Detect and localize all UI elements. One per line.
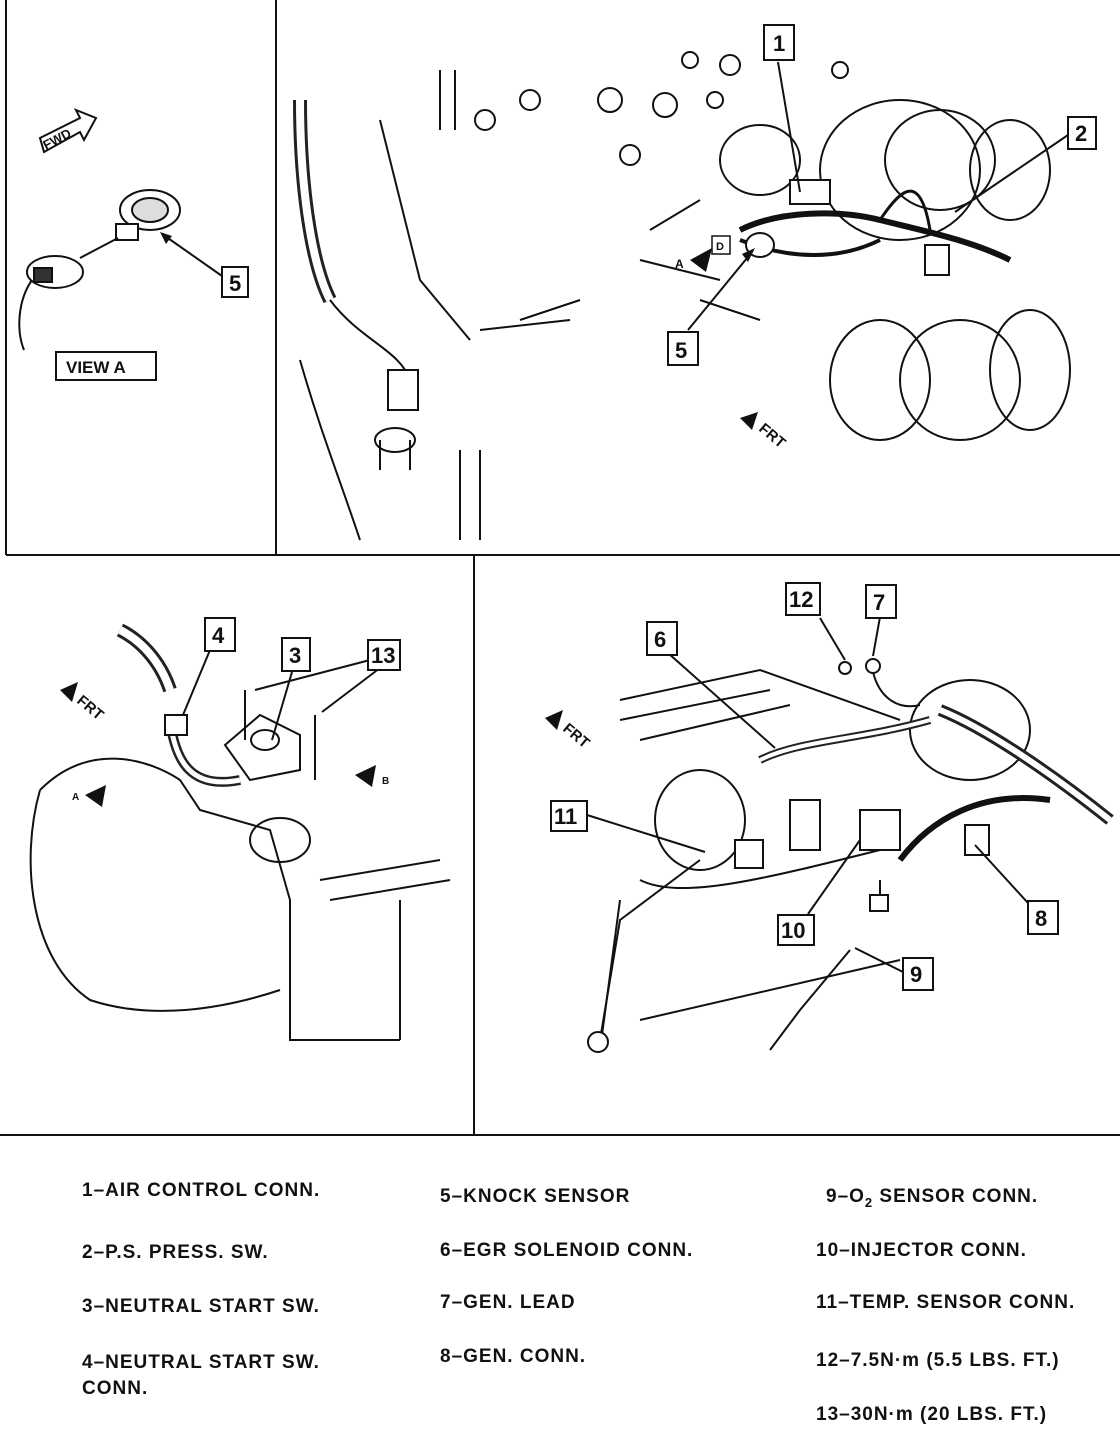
svg-text:A: A [675, 257, 684, 271]
callouts-transmission: 4 3 13 [182, 617, 401, 741]
callouts-engine-side: 6 12 7 11 10 8 9 [550, 582, 1059, 991]
fwd-label: FWD [40, 126, 73, 153]
legend-item-1: 1–AIR CONTROL CONN. [82, 1180, 321, 1201]
svg-text:A: A [72, 792, 79, 803]
legend-item-5: 5–KNOCK SENSOR [440, 1186, 631, 1207]
legend-item-3: 3–NEUTRAL START SW. [82, 1296, 320, 1317]
view-a-label: VIEW A [66, 358, 126, 377]
callouts-top: 1 2 5 [667, 24, 1097, 366]
legend-item-2: 2–P.S. PRESS. SW. [82, 1242, 269, 1263]
view-marker-b: B A [72, 765, 389, 807]
callout-1: 1 [773, 31, 785, 56]
svg-text:B: B [382, 776, 389, 787]
frt-label-left: FRT [73, 692, 106, 724]
callout-12: 12 [789, 587, 813, 612]
engine-side-panel [587, 658, 1114, 1053]
callout-7: 7 [873, 590, 885, 615]
view-a-panel: FWD 5 VIEW A [18, 108, 249, 381]
callout-8: 8 [1035, 906, 1047, 931]
legend-item-13: 13–30N·m (20 LBS. FT.) [816, 1404, 1048, 1425]
legend-item-12: 12–7.5N·m (5.5 LBS. FT.) [816, 1350, 1060, 1371]
callout-13: 13 [371, 643, 395, 668]
legend-item-7: 7–GEN. LEAD [440, 1292, 576, 1313]
transmission-panel [29, 623, 451, 1041]
svg-text:D: D [716, 241, 724, 253]
legend-item-8: 8–GEN. CONN. [440, 1346, 587, 1367]
legend-item-9: 9–O2 SENSOR CONN. [826, 1186, 1039, 1210]
legend-item-11: 11–TEMP. SENSOR CONN. [816, 1292, 1076, 1313]
callout-9: 9 [910, 962, 922, 987]
frt-label-top: FRT [755, 420, 788, 452]
frt-arrow-left-icon: FRT [60, 682, 107, 724]
callout-3: 3 [289, 643, 301, 668]
legend-item-6: 6–EGR SOLENOID CONN. [440, 1240, 694, 1261]
panel-frames [0, 0, 1120, 1136]
engine-top-panel [293, 51, 1071, 541]
legend-item-10: 10–INJECTOR CONN. [816, 1240, 1027, 1261]
frt-label-right: FRT [559, 720, 592, 752]
callout-6: 6 [654, 627, 666, 652]
callout-5-view-a: 5 [229, 271, 241, 296]
fwd-arrow-icon: FWD [38, 108, 98, 154]
frt-arrow-top-icon: FRT [740, 412, 789, 452]
callout-11: 11 [554, 804, 577, 829]
view-a-marker: A D [675, 235, 731, 272]
callout-2: 2 [1075, 121, 1087, 146]
callout-5-engine: 5 [675, 338, 687, 363]
knock-sensor-drawing [18, 189, 181, 351]
callout-10: 10 [781, 918, 805, 943]
frt-arrow-right-icon: FRT [545, 710, 593, 752]
callout-4: 4 [212, 623, 225, 648]
legend-item-4: 4–NEUTRAL START SW. CONN. [82, 1352, 320, 1399]
